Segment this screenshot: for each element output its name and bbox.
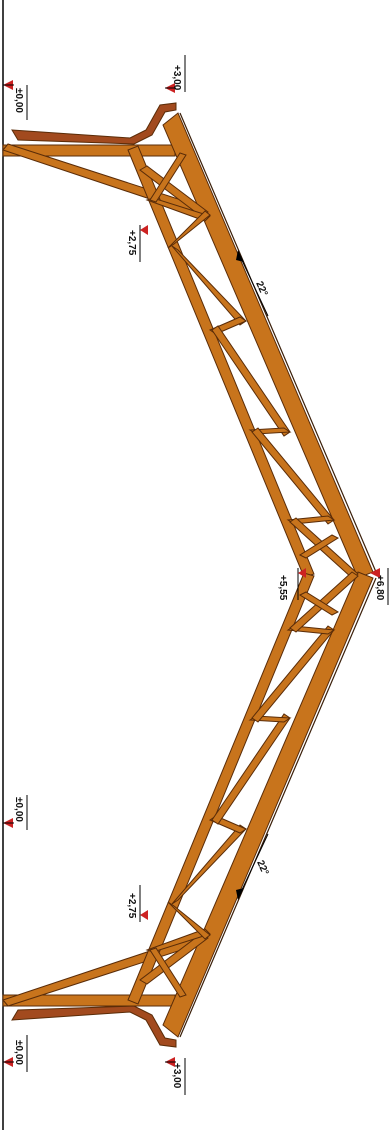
web [298,534,340,559]
web [167,901,211,940]
elevation-mark-ground-bottom: ±0,00 [3,1035,28,1072]
gutter-top [11,102,177,145]
elevation-mark-ground-mid: ±0,00 [3,795,28,830]
elevation-label: +6,80 [374,575,385,601]
web [167,210,211,249]
top-chord-upper [162,112,374,579]
web [289,571,359,633]
top-chord-lower [162,571,374,1038]
slope-arrow-upper [236,250,269,317]
elevation-mark-ground-top: ±0,00 [3,80,28,120]
slope-label-lower: 22° [254,859,270,877]
elevation-mark-bottom-chord-top: +2,75 [126,225,148,262]
elevation-mark-bottom-chord-bottom: +2,75 [126,885,148,922]
bottom-chord-upper [127,145,315,578]
elevation-mark-eave-top: +3,00 [165,55,186,93]
web [139,932,209,985]
web [139,165,209,218]
elevation-label: +3,00 [171,65,182,91]
roof-covering [179,112,377,1038]
slope-arrow-lower [236,833,269,900]
web [149,947,187,998]
elevation-mark-ridge-outer: +6,80 [370,568,389,605]
elevation-label: +2,75 [126,230,137,256]
roof-truss [2,112,374,1038]
elevation-mark-ridge-inner: +5,55 [277,568,306,601]
gutter-bottom [11,1005,177,1048]
elevation-label: +5,55 [277,575,288,601]
elevation-label: ±0,00 [13,797,24,822]
elevation-label: +2,75 [126,893,137,919]
elevation-label: ±0,00 [13,88,24,113]
elevation-label: +3,00 [171,1063,182,1089]
web [149,152,187,203]
web [298,591,340,616]
elevation-label: ±0,00 [13,1040,24,1065]
bottom-chord-lower [127,572,315,1005]
elevation-mark-eave-bottom: +3,00 [165,1057,186,1095]
web [289,517,359,579]
